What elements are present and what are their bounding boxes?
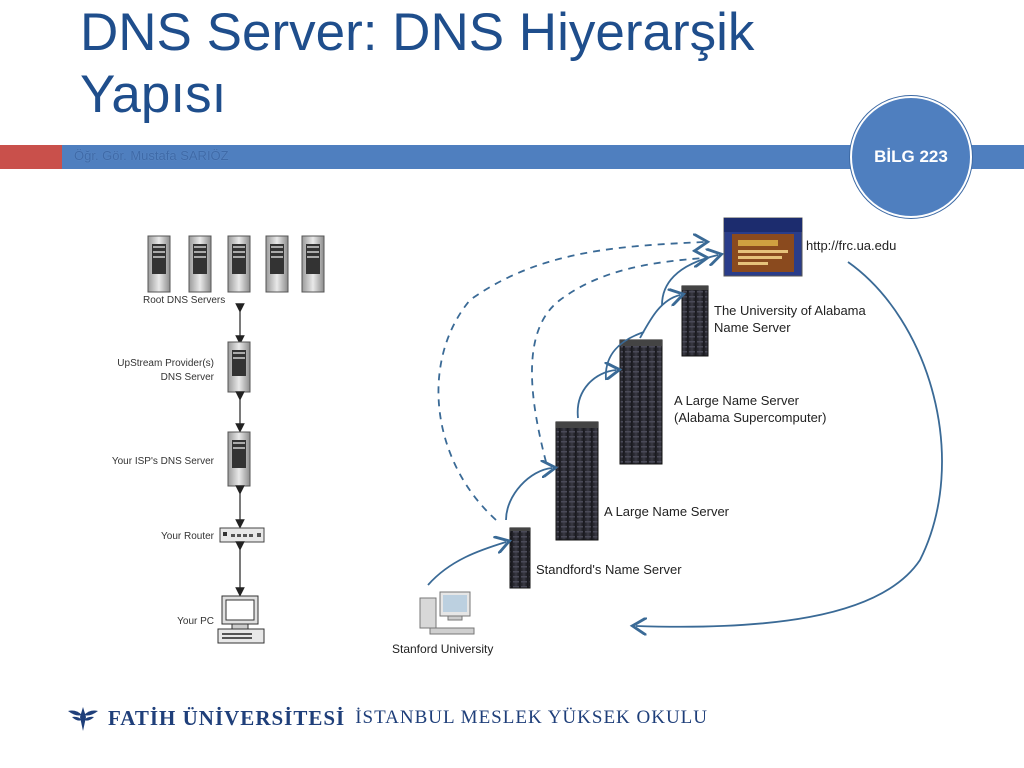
website-url-label: http://frc.ua.edu [806, 238, 896, 253]
course-badge: BİLG 223 [850, 96, 972, 218]
stanford-to-large-arrow [505, 468, 552, 521]
stanford-ns-label: Standford's Name Server [536, 562, 682, 577]
large-ns-shortcut-arrow [531, 258, 704, 463]
root-dns-label: Root DNS Servers [143, 295, 225, 306]
isp-server-icon [227, 431, 251, 487]
supercomputer-to-alabama-arrow [639, 295, 680, 339]
university-name: FATİH ÜNİVERSİTESİ [108, 705, 346, 730]
course-badge-label: BİLG 223 [874, 147, 948, 166]
website-screenshot-icon [723, 217, 803, 277]
upstream-label-line1: UpStream Provider(s) [117, 358, 214, 369]
large-curve [605, 331, 645, 381]
alabama-supercomputer-icon [619, 339, 663, 465]
router-icon [219, 527, 265, 543]
university-emblem-icon [68, 707, 98, 731]
stanford-name-server-icon [509, 527, 531, 589]
website-return-arrow [636, 261, 943, 627]
author-name: Öğr. Gör. Mustafa SARIÖZ [74, 148, 229, 163]
slide-title: DNS Server: DNS Hiyerarşik Yapısı [80, 3, 755, 124]
upstream-label-line2: DNS Server [161, 372, 215, 383]
upstream-server-icon [227, 341, 251, 393]
router-label: Your Router [161, 531, 215, 542]
school-name: İSTANBUL MESLEK YÜKSEK OKULU [355, 707, 709, 728]
shortcut-dashed-arrows [437, 242, 704, 521]
isp-dns-label: Your ISP's DNS Server [112, 456, 215, 467]
pc-to-stanford-arrow [427, 542, 506, 586]
root-dns-servers [147, 235, 325, 293]
stanford-shortcut-arrow [437, 242, 704, 521]
large-ns1-label: A Large Name Server [604, 504, 730, 519]
large-to-supercomputer-arrow [576, 370, 616, 419]
header-accent-bar [0, 145, 62, 169]
stanford-university-label: Stanford University [392, 642, 493, 656]
alabama-ns-label-line1: The University of Alabama [714, 303, 867, 318]
stanford-pc-icon [419, 591, 475, 635]
footer-logo: FATİH ÜNİVERSİTESİ İSTANBUL MESLEK YÜKSE… [66, 700, 708, 736]
pc-icon [217, 595, 265, 644]
large-name-server-icon [555, 421, 599, 541]
large-ns2-label-line1: A Large Name Server [674, 393, 800, 408]
alabama-ns-label-line2: Name Server [714, 320, 791, 335]
pc-label: Your PC [177, 616, 214, 627]
alabama-name-server-icon [681, 285, 709, 357]
large-ns2-label-line2: (Alabama Supercomputer) [674, 410, 826, 425]
